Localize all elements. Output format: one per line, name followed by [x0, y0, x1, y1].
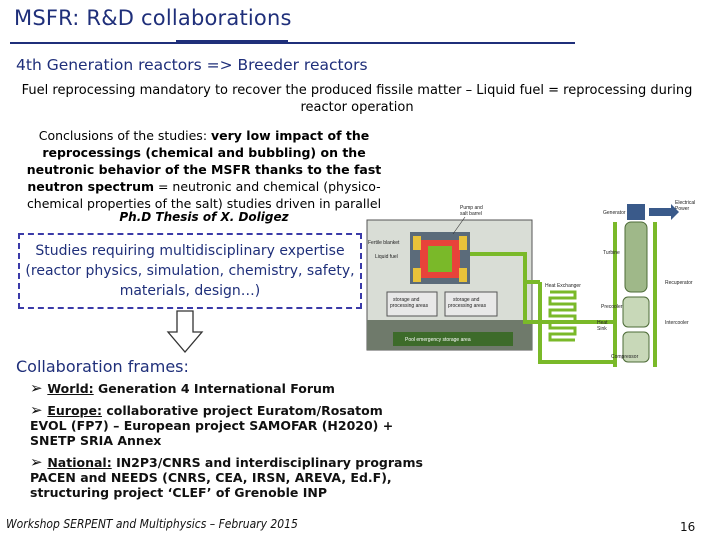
conclusions-suffix: = neutronic and chemical (physico-chemic… — [26, 179, 382, 211]
down-arrow-icon — [166, 310, 204, 354]
title-underline — [10, 42, 575, 44]
hx-label: Heat Exchanger — [545, 283, 581, 289]
liquid-fuel-label: Liquid fuel — [375, 254, 398, 260]
studies-callout-text: Studies requiring multidisciplinary expe… — [25, 243, 355, 299]
turbine-train — [622, 204, 650, 363]
precooler-label: Precooler — [601, 304, 623, 310]
collaboration-item-text: IN2P3/CNRS and interdisciplinary program… — [30, 455, 423, 500]
page-number: 16 — [680, 520, 696, 534]
storage-label-1: storage and — [393, 297, 420, 303]
pump-label-2: salt barrel — [460, 211, 482, 217]
collaboration-item-world: ➢ World: Generation 4 International Foru… — [30, 379, 470, 397]
page-title: MSFR: R&D collaborations — [14, 6, 292, 30]
subtitle: 4th Generation reactors => Breeder react… — [16, 56, 368, 74]
thesis-credit: Ph.D Thesis of X. Doligez — [119, 210, 289, 224]
arrow-bullet-icon: ➢ — [30, 401, 48, 419]
pump-label: Pump and — [460, 205, 483, 211]
msfr-plant-diagram: Pool emergency storage area storage and … — [366, 200, 695, 367]
collaboration-heading: Collaboration frames: — [16, 357, 189, 376]
collaboration-item-key: Europe: — [47, 403, 102, 418]
compressor-label: Compressor — [611, 354, 639, 360]
storage-label-2: storage and — [453, 297, 480, 303]
collaboration-item-key: World: — [47, 381, 94, 396]
electrical-label-2: Power — [675, 206, 690, 212]
footer-text: Workshop SERPENT and Multiphysics – Febr… — [6, 517, 298, 531]
storage-label-1b: processing areas — [390, 303, 429, 309]
heat-sink-label-2: Sink — [597, 326, 607, 332]
collaboration-item-europe: ➢ Europe: collaborative project Euratom/… — [30, 401, 420, 449]
conclusions-bold: very low impact of the reprocessings (ch… — [26, 128, 382, 194]
studies-callout-box — [18, 233, 362, 309]
heat-sink-label: Heat — [597, 320, 608, 326]
collaboration-item-national: ➢ National: IN2P3/CNRS and interdiscipli… — [30, 453, 450, 501]
conclusions-text: Conclusions of the studies: very low imp… — [14, 127, 394, 212]
arrow-bullet-icon: ➢ — [30, 453, 48, 471]
power-arrow-icon — [649, 204, 679, 220]
arrow-bullet-icon: ➢ — [30, 379, 48, 397]
intercooler-label: Intercooler — [665, 320, 689, 326]
collaboration-item-key: National: — [47, 455, 112, 470]
reactor-building: Pool emergency storage area storage and … — [366, 205, 533, 351]
recuperator-label: Recuperator — [665, 280, 693, 286]
emergency-storage-label: Pool emergency storage area — [405, 337, 471, 343]
collaboration-item-text: Generation 4 International Forum — [93, 381, 335, 396]
title-underline-accent — [176, 40, 288, 43]
generator-label: Generator — [603, 210, 626, 216]
storage-label-2b: processing areas — [448, 303, 487, 309]
fertile-blanket-label: Fertile blanket — [368, 240, 400, 246]
turbine-label: Turbine — [603, 250, 620, 256]
heat-exchanger — [548, 290, 577, 342]
coolant-loop — [470, 222, 657, 367]
electrical-label: Electrical — [675, 200, 695, 206]
intro-text: Fuel reprocessing mandatory to recover t… — [21, 83, 693, 115]
conclusions-prefix: Conclusions of the studies: — [38, 128, 211, 143]
collaboration-item-text: collaborative project Euratom/Rosatom EV… — [30, 403, 394, 448]
